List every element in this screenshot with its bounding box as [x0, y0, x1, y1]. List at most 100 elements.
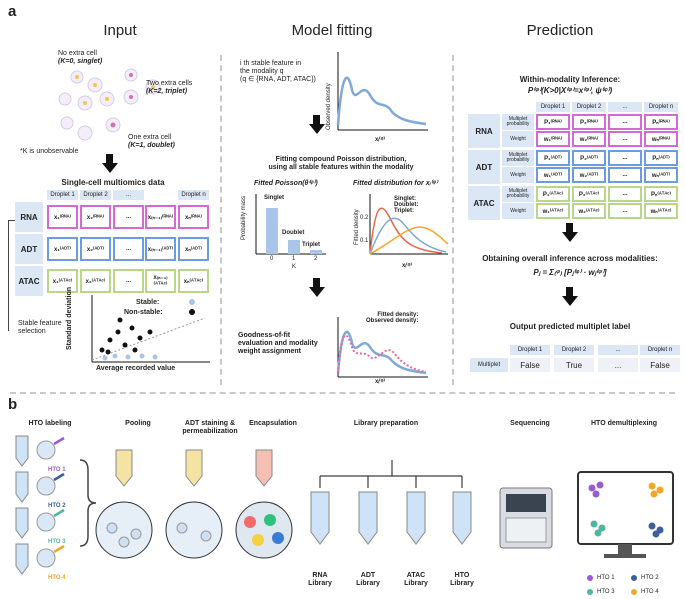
output-header: Droplet 1	[510, 345, 550, 355]
output-value: True	[554, 358, 594, 372]
pred-cell: w₁⁽ᴬᴰᵀ⁾	[536, 167, 570, 183]
arrow-down-1	[106, 154, 113, 164]
matrix-row-label: ATAC	[15, 266, 43, 296]
matrix-title: Single-cell multiomics data	[61, 178, 165, 187]
step-label: ADT staining & permeabilization	[182, 420, 238, 435]
monitor	[577, 471, 674, 558]
encap-tube	[255, 449, 273, 487]
separator-2	[452, 55, 454, 385]
pred-cell: Pₙ⁽ᴬᴰᵀ⁾	[644, 150, 678, 166]
fitted-density-label: Fitted density	[354, 209, 360, 245]
matrix-cell: xₙ⁽ᴿᴺᴬ⁾	[178, 205, 209, 229]
pred-sub-label: Multiplet probability	[502, 150, 534, 166]
pred-sub-label: Weight	[502, 131, 534, 147]
matrix-cell: x₂⁽ᴬᵀᴬᶜ⁾	[80, 269, 111, 293]
arrow-down-4	[562, 232, 578, 242]
pred-cell: P₂⁽ᴬᵀᴬᶜ⁾	[572, 186, 606, 202]
cell-cartoons	[58, 68, 161, 141]
pred-sub-label: Multiplet probability	[502, 114, 534, 130]
arrow-down-3	[309, 287, 325, 297]
library-label: HTO Library	[450, 572, 474, 587]
prob-mass-label: Probability mass	[241, 195, 247, 240]
pred-sub-label: Weight	[502, 203, 534, 219]
legend-nonstable: Non-stable:	[124, 309, 163, 316]
bar-label-singlet: Singlet	[264, 195, 285, 201]
pred-cell: wₙ⁽ᴬᴰᵀ⁾	[644, 167, 678, 183]
matrix-row-label: RNA	[15, 202, 43, 232]
fitted-poisson-title: Fitted Poisson(θ⁽ᵠ⁾)	[254, 180, 318, 187]
matrix-cell: ...	[113, 269, 144, 293]
library-label: RNA Library	[308, 572, 332, 587]
output-title: Output predicted multiplet label	[509, 322, 631, 331]
singlet-label: No extra cell(K=0, singlet)	[58, 50, 103, 65]
pred-cell: w₂⁽ᴿᴺᴬ⁾	[572, 131, 606, 147]
legend-dots	[587, 575, 637, 595]
hto1-label: HTO 1	[48, 467, 66, 473]
pred-cell: Pₙ⁽ᴿᴺᴬ⁾	[644, 114, 678, 130]
legend-hto2: HTO 2	[641, 575, 659, 581]
nonstable-points	[99, 317, 153, 355]
xi-label-1: xᵢ⁽ᵠ⁾	[375, 137, 386, 143]
pred-cell: w₂⁽ᴬᴰᵀ⁾	[572, 167, 606, 183]
pred-cell: ...	[608, 203, 642, 219]
pred-header: Droplet 2	[572, 102, 606, 112]
overall-title: Obtaining overall inference across modal…	[482, 254, 658, 263]
matrix-header: ...	[113, 190, 144, 200]
panel-b-letter: b	[8, 396, 18, 413]
scatter-xlabel: Average recorded value	[96, 365, 176, 372]
matrix-header: Droplet 2	[80, 190, 111, 200]
fitted-dist-chart	[369, 194, 449, 255]
pred-cell: ...	[608, 186, 642, 202]
panel-a-letter: a	[8, 3, 17, 20]
matrix-cell: x₁⁽ᴿᴺᴬ⁾	[47, 205, 78, 229]
pred-cell: P₁⁽ᴬᵀᴬᶜ⁾	[536, 186, 570, 202]
observed-density-plot	[336, 52, 428, 131]
sequencer	[499, 487, 553, 549]
bracket-line	[8, 220, 15, 331]
pred-header: Droplet 1	[536, 102, 570, 112]
stable-points	[102, 353, 158, 361]
gof-legend: Fitted density:Observed density:	[366, 312, 419, 324]
tick-0: 0	[270, 256, 274, 262]
step-label: Sequencing	[510, 420, 550, 427]
bar-label-triplet: Triplet	[302, 242, 321, 248]
input-title: Input	[103, 22, 137, 39]
library-tubes	[310, 491, 472, 545]
matrix-cell: x₁⁽ᴬᴰᵀ⁾	[47, 237, 78, 261]
pred-cell: ...	[608, 167, 642, 183]
matrix-header: Droplet 1	[47, 190, 78, 200]
pred-cell: ...	[608, 114, 642, 130]
output-value: False	[510, 358, 550, 372]
output-value: ...	[598, 358, 638, 372]
matrix-cell: xₙ⁽ᴬᴰᵀ⁾	[178, 237, 209, 261]
output-header: ...	[598, 345, 638, 355]
dens-tick-01: 0.1	[360, 238, 369, 244]
legend-hto3: HTO 3	[597, 589, 615, 595]
k-label: K	[292, 264, 297, 270]
step-label: Encapsulation	[249, 420, 297, 427]
bar-triplet	[310, 250, 322, 254]
within-title: Within-modality Inference:	[519, 75, 621, 84]
output-header: Droplet 2	[554, 345, 594, 355]
adt-circle	[165, 501, 223, 559]
matrix-cell: ...	[113, 205, 144, 229]
model-title: Model fitting	[291, 22, 373, 39]
step-label: Library preparation	[353, 420, 419, 427]
scatter-plot	[91, 295, 210, 363]
obs-density-label: Observed density	[326, 83, 332, 130]
library-label: ATAC Library	[404, 572, 428, 587]
pred-cell: P₂⁽ᴿᴺᴬ⁾	[572, 114, 606, 130]
doublet-label: One extra cell(K=1, doublet)	[128, 134, 175, 149]
gof-plot	[336, 317, 428, 378]
bar-singlet	[266, 208, 278, 254]
pred-cell: P₂⁽ᴬᴰᵀ⁾	[572, 150, 606, 166]
dens-tick-02: 0.2	[360, 215, 369, 221]
scatter-ylabel: Standard deviation	[66, 286, 73, 350]
pred-cell: wₙ⁽ᴬᵀᴬᶜ⁾	[644, 203, 678, 219]
output-header: Droplet n	[640, 345, 680, 355]
pred-sub-label: Multiplet probability	[502, 186, 534, 202]
tick-1: 1	[292, 256, 296, 262]
